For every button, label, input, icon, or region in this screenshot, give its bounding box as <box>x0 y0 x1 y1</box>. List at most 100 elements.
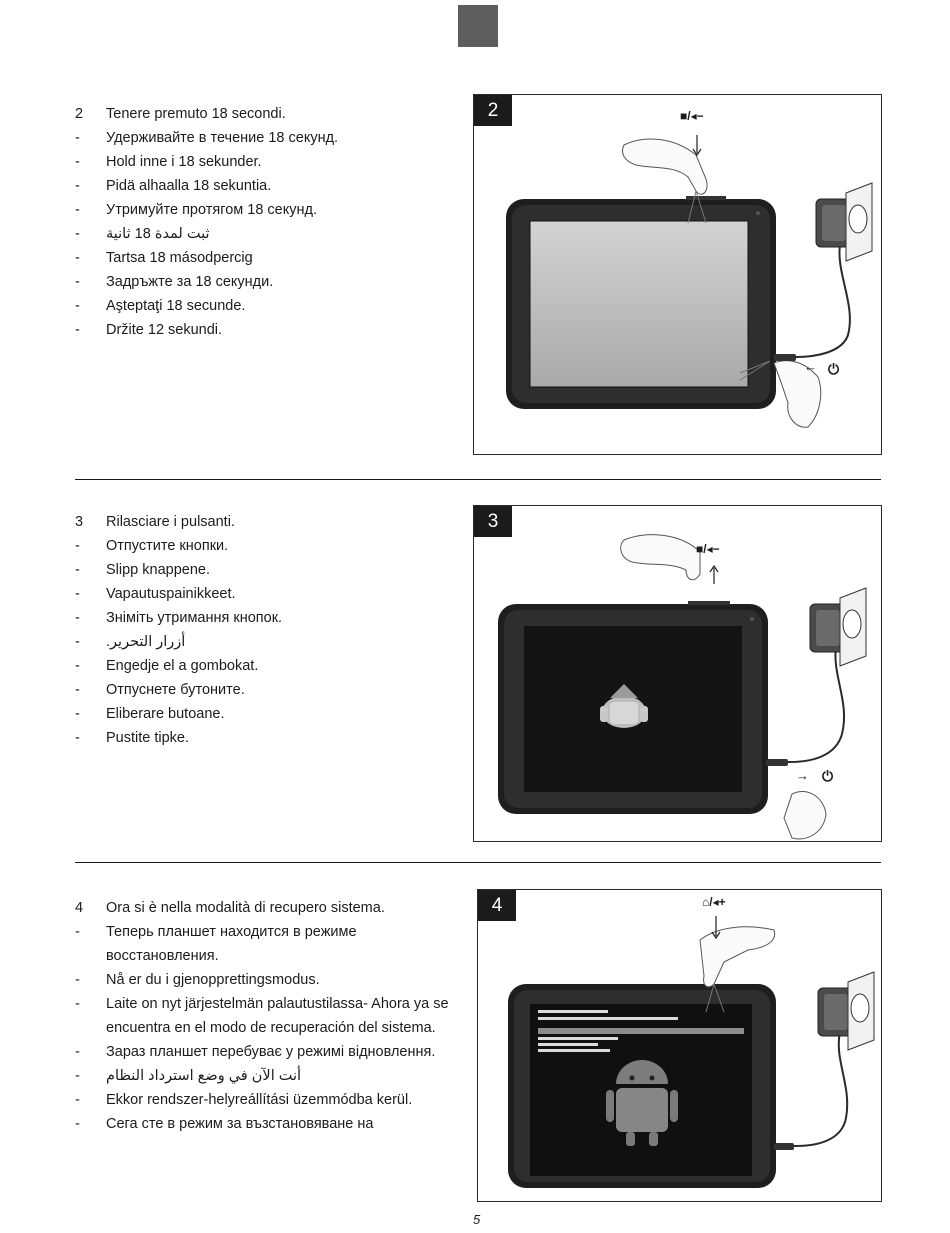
list-marker: - <box>75 322 80 338</box>
translation-item: - Nå er du i gjenopprettingsmodus. <box>75 968 455 992</box>
translation-item: - Задръжте за 18 секунди. <box>75 270 435 294</box>
translation-item: - Pidä alhaalla 18 sekuntia. <box>75 174 435 198</box>
volume-home-button-label: ■/◂− <box>680 109 704 123</box>
hand-side <box>773 360 822 428</box>
translation-item: - أنت الآن في وضع استرداد النظام <box>75 1064 455 1088</box>
instruction-text: Зараз планшет перебуває у режимі відновл… <box>106 1044 436 1060</box>
translation-item: - Удерживайте в течение 18 секунд. <box>75 126 435 150</box>
power-icon: ⏻ <box>822 768 834 784</box>
step-3-instructions: 3 Rilasciare i pulsanti. - Отпустите кнопки… <box>75 510 435 750</box>
hand-top <box>620 534 701 581</box>
section-tab-marker <box>458 5 498 47</box>
step-heading-item: 2 Tenere premuto 18 secondi. <box>75 102 435 126</box>
tablet-release-illustration <box>498 534 867 840</box>
list-marker: - <box>75 1068 80 1084</box>
instruction-text: Ora si è nella modalità di recupero sist… <box>106 900 385 916</box>
power-icon: ⏻ <box>828 361 840 377</box>
instruction-text: أزرار التحرير. <box>106 634 186 650</box>
list-marker: - <box>75 562 80 578</box>
instruction-text: Nå er du i gjenopprettingsmodus. <box>106 972 320 988</box>
home-volume-button-label: ⌂/◂+ <box>702 895 726 909</box>
instruction-text: Утримуйте протягом 18 секунд. <box>106 202 317 218</box>
translation-item: - ثبت لمدة 18 ثانية <box>75 222 435 246</box>
translation-item: - Pustite tipke. <box>75 726 435 750</box>
step-2-figure: 2 ■/◂− ← ⏻ <box>473 94 882 455</box>
list-marker: - <box>75 1044 80 1060</box>
translation-item: - Hold inne i 18 sekunder. <box>75 150 435 174</box>
direction-arrow: ← <box>804 359 817 374</box>
list-marker: 3 <box>75 514 84 530</box>
instruction-text: Ekkor rendszer-helyreállítási üzemmódba … <box>106 1092 413 1108</box>
translation-item: - Зараз планшет перебуває у режимі віднов… <box>75 1040 455 1064</box>
translation-item: - Vapautuspainikkeet. <box>75 582 435 606</box>
list-marker: - <box>75 972 80 988</box>
list-marker: - <box>75 1092 80 1108</box>
instruction-text: Slipp knappene. <box>106 562 210 578</box>
step-3-figure: 3 ■/◂− → ⏻ <box>473 505 882 842</box>
instruction-text: Pustite tipke. <box>106 730 190 746</box>
translation-item: -Сега сте в режим за възстановяване на <box>75 1112 455 1136</box>
section-divider <box>75 479 881 480</box>
list-marker: - <box>75 706 80 722</box>
translation-item: - Aşteptaţi 18 secunde. <box>75 294 435 318</box>
step-badge: 2 <box>474 95 512 126</box>
translation-item: -Зніміть утримання кнопок. <box>75 606 435 630</box>
hand-top <box>699 926 776 988</box>
instruction-text: Tenere premuto 18 secondi. <box>106 106 286 122</box>
instruction-text: Отпустите кнопки. <box>106 538 229 554</box>
list-marker: - <box>75 538 80 554</box>
recovery-menu <box>538 1010 744 1052</box>
instruction-text: Отпуснете бутоните. <box>106 682 245 698</box>
instruction-text: Aşteptaţi 18 secunde. <box>106 298 246 314</box>
step-badge: 3 <box>474 506 512 537</box>
instruction-text: Hold inne i 18 sekunder. <box>106 154 262 170</box>
list-marker: 2 <box>75 106 84 122</box>
hand-top <box>622 138 708 195</box>
list-marker: - <box>75 996 80 1012</box>
charger-cable <box>776 244 851 358</box>
charger-cable <box>768 645 846 763</box>
tablet-hold-illustration <box>506 135 873 428</box>
list-marker: - <box>75 924 80 940</box>
translation-item: -Tartsa 18 másodpercig <box>75 246 435 270</box>
android-robot <box>606 1060 678 1146</box>
tablet-screen <box>529 220 749 388</box>
instruction-text: Сега сте в режим за възстановяване на <box>106 1116 374 1132</box>
step-2-instructions: 2 Tenere premuto 18 secondi. - Удерживайте … <box>75 102 435 342</box>
list-marker: - <box>75 226 80 242</box>
instruction-text: Pidä alhaalla 18 sekuntia. <box>106 178 272 194</box>
translation-item: - Slipp knappene. <box>75 558 435 582</box>
page-number: 5 <box>473 1212 481 1227</box>
instruction-text: Теперь планшет находится в режиме восста… <box>106 924 357 964</box>
translation-item: -Утримуйте протягом 18 секунд. <box>75 198 435 222</box>
list-marker: - <box>75 298 80 314</box>
translation-item: - Теперь планшет находится в режиме восст… <box>75 920 455 968</box>
translation-item: - Držite 12 sekundi. <box>75 318 435 342</box>
instruction-text: ثبت لمدة 18 ثانية <box>106 226 210 242</box>
instruction-text: Vapautuspainikkeet. <box>106 586 236 602</box>
instruction-text: Зніміть утримання кнопок. <box>106 610 283 626</box>
translation-item: -Engedje el a gombokat. <box>75 654 435 678</box>
list-marker: - <box>75 178 80 194</box>
list-marker: - <box>75 586 80 602</box>
instruction-text: Eliberare butoane. <box>106 706 225 722</box>
list-marker: - <box>75 634 80 650</box>
instruction-text: Držite 12 sekundi. <box>106 322 223 338</box>
direction-arrow: → <box>796 768 809 783</box>
list-marker: - <box>75 250 80 266</box>
instruction-text: Удерживайте в течение 18 секунд. <box>106 130 339 146</box>
instruction-text: Rilasciare i pulsanti. <box>106 514 235 530</box>
list-marker: - <box>75 730 80 746</box>
instruction-text: Engedje el a gombokat. <box>106 658 259 674</box>
section-divider <box>75 862 881 863</box>
instruction-text: Задръжте за 18 секунди. <box>106 274 274 290</box>
step-badge: 4 <box>478 890 516 921</box>
instruction-text: أنت الآن في وضع استرداد النظام <box>106 1068 302 1084</box>
step-4-figure: 4 ⌂/◂+ <box>477 889 882 1202</box>
list-marker: - <box>75 274 80 290</box>
translation-item: - أزرار التحرير. <box>75 630 435 654</box>
list-marker: - <box>75 130 80 146</box>
list-marker: - <box>75 154 80 170</box>
